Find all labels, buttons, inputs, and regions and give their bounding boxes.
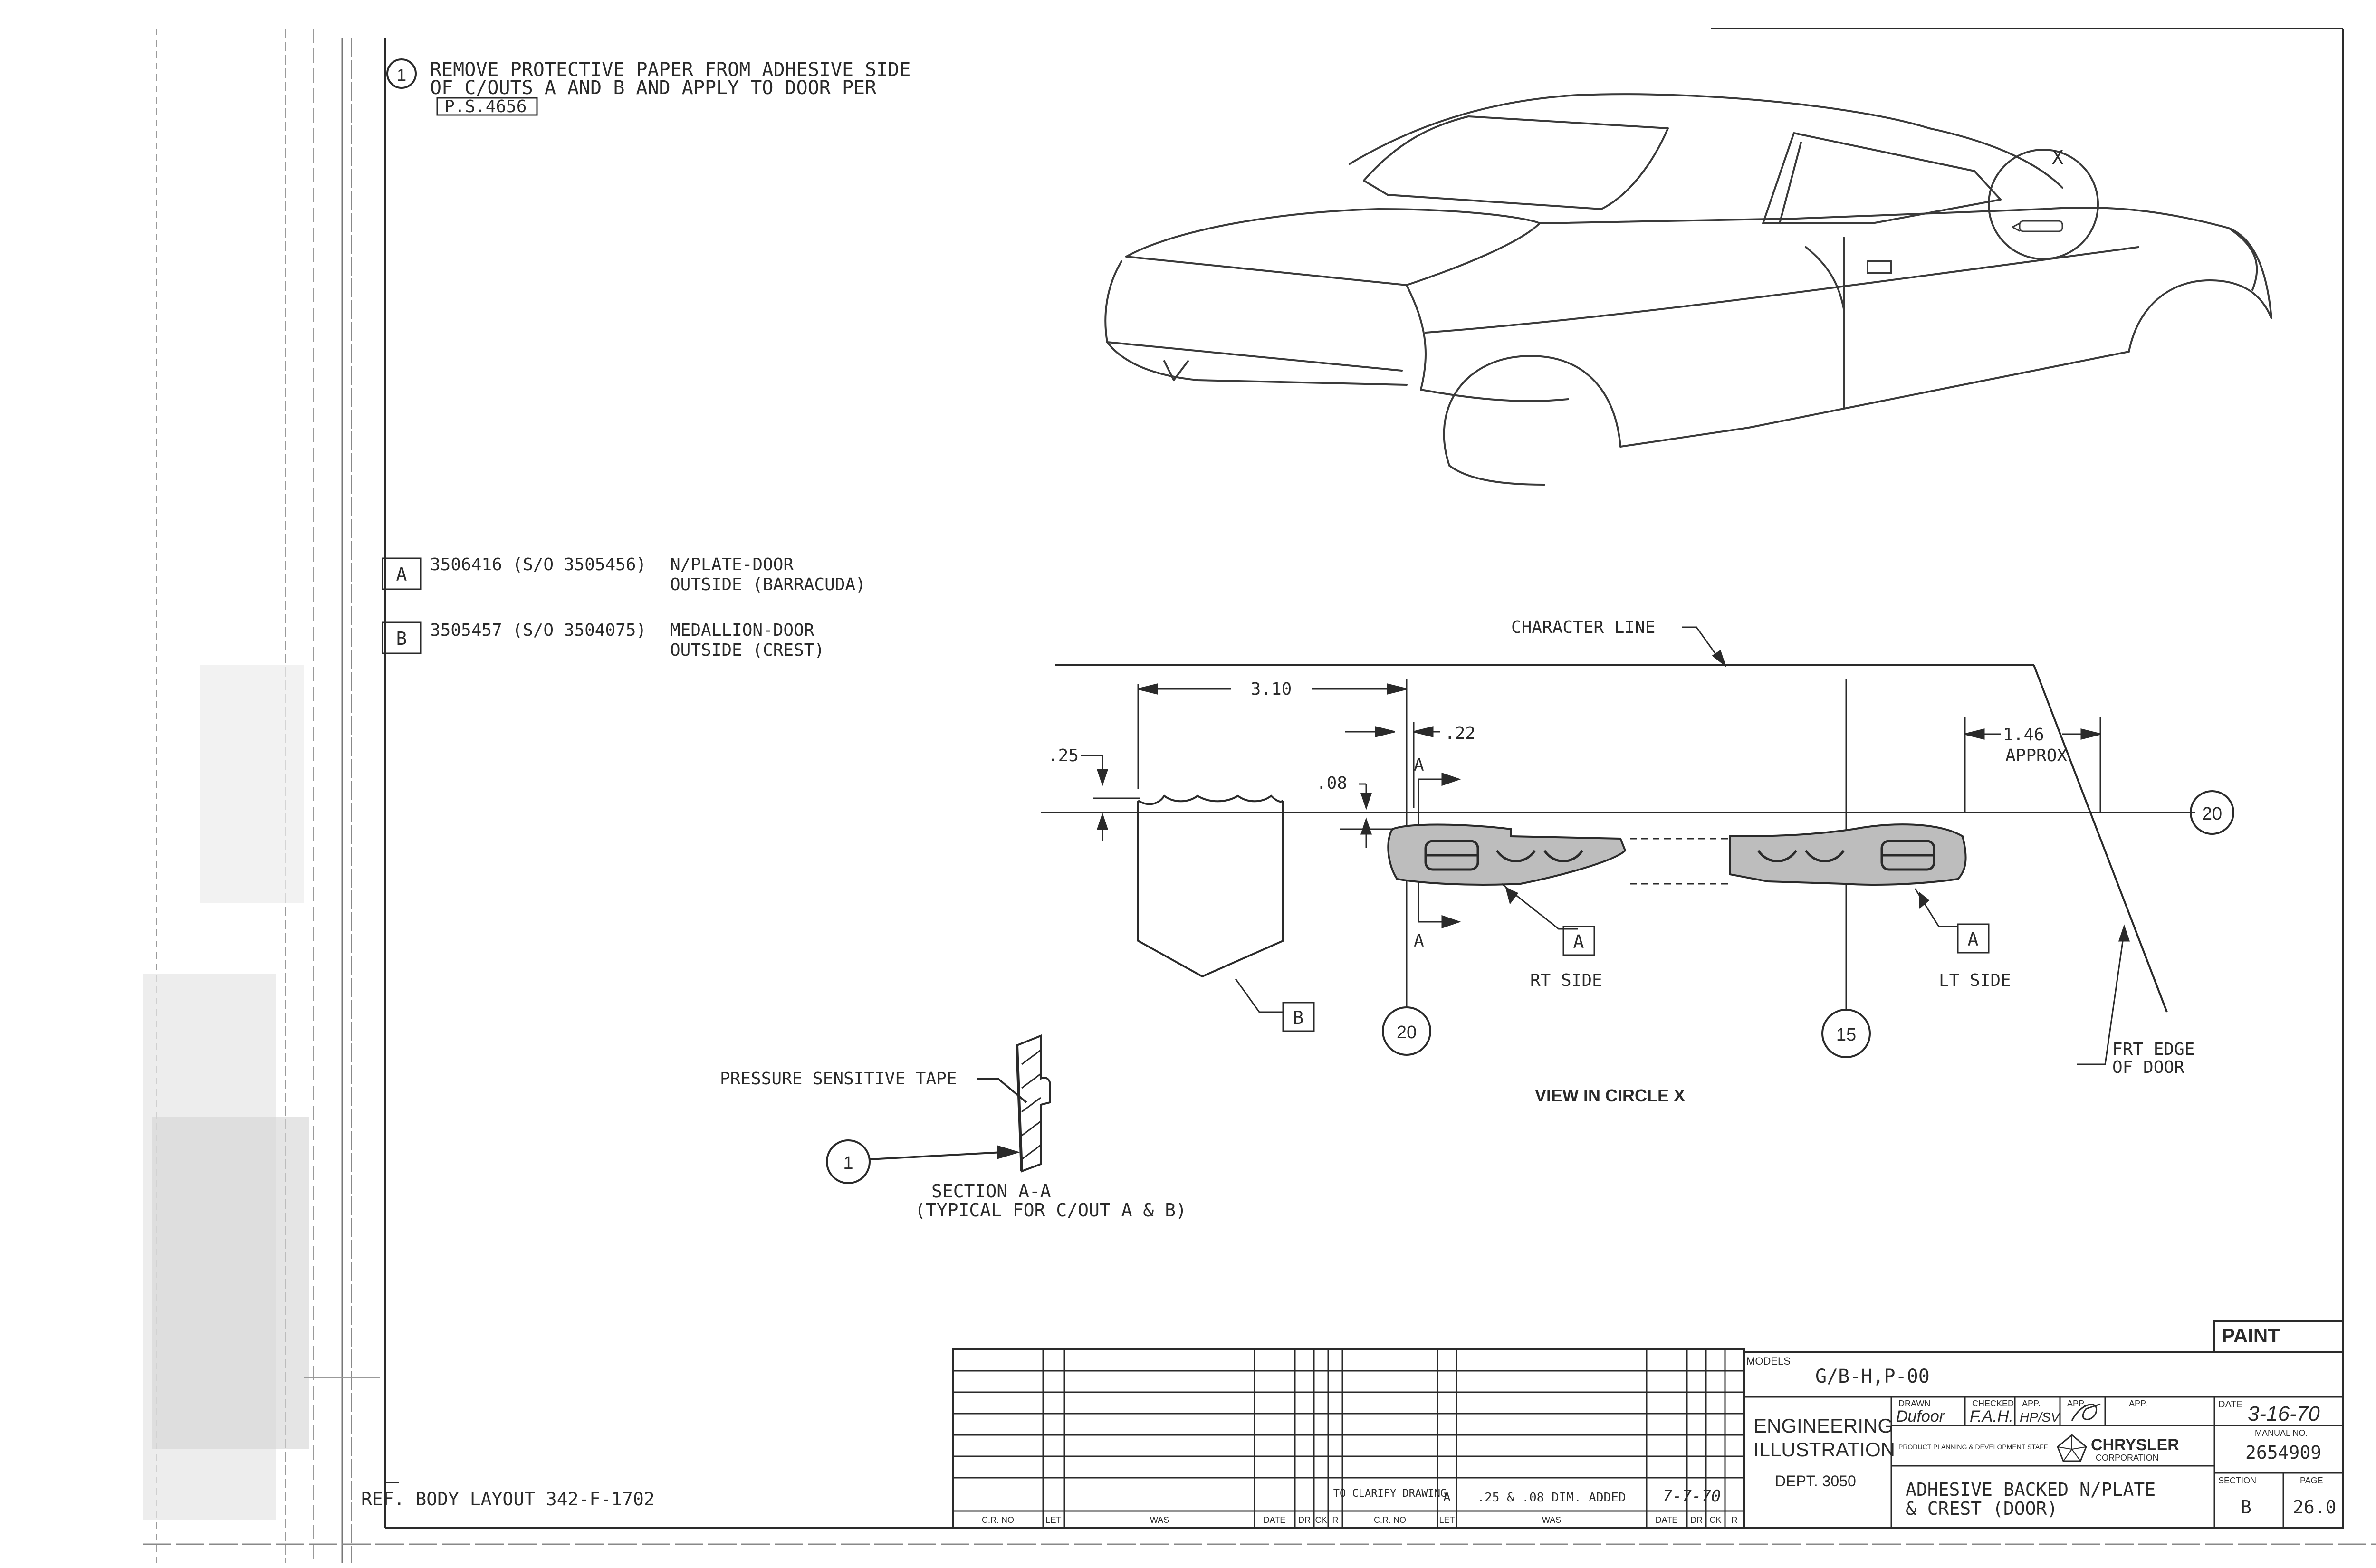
app-label-3: APP. [2129,1399,2147,1408]
dim-310: 3.10 [1251,679,1292,699]
checked-value: F.A.H. [1970,1407,2013,1425]
circle-15: 15 [1836,1025,1856,1045]
rt-side-label: RT SIDE [1530,971,1602,990]
note-1-line3: P.S.4656 [444,97,527,116]
parts-list: A 3506416 (S/O 3505456) N/PLATE-DOOR OUT… [382,555,866,660]
part-a-number: 3506416 (S/O 3505456) [430,555,646,574]
note-1-line1: REMOVE PROTECTIVE PAPER FROM ADHESIVE SI… [430,59,910,81]
drawn-label: DRAWN [1898,1399,1930,1408]
rev-footer-dr-1: DR [1298,1515,1311,1525]
rev-footer-let-2: LET [1439,1515,1455,1525]
circle-20-bottom: 20 [1397,1023,1417,1042]
app-label-1: APP. [2022,1399,2041,1408]
company-name: CHRYSLER [2091,1436,2179,1454]
app-value: HP/SV [2020,1410,2060,1425]
part-b-number: 3505457 (S/O 3504075) [430,621,646,640]
character-line-label: CHARACTER LINE [1511,618,1655,637]
circle-20-right: 20 [2202,804,2222,824]
rev-footer-r-1: R [1332,1515,1339,1525]
rev-date: 7-7-70 [1663,1487,1721,1506]
rev-footer-crno-1: C.R. NO [982,1515,1014,1525]
frt-edge-label-1: FRT EDGE [2112,1040,2194,1059]
staff-label: PRODUCT PLANNING & DEVELOPMENT STAFF [1898,1443,2048,1451]
dim-25: .25 [1048,746,1079,765]
section-a-bottom-label: A [1414,931,1424,951]
rev-footer-was-1: WAS [1150,1515,1169,1525]
part-a-tag: A [396,564,407,585]
part-a-desc1: N/PLATE-DOOR [670,555,794,574]
ref-body-layout: REF. BODY LAYOUT 342-F-1702 [361,1489,655,1510]
page-value: 26.0 [2293,1497,2337,1518]
part-a-desc2: OUTSIDE (BARRACUDA) [670,575,866,594]
circle-x-label: X [2052,147,2063,169]
app-label-2: APP. [2067,1399,2086,1408]
note-1-number: 1 [397,65,406,85]
title-block [1743,1320,2344,1529]
models-label: MODELS [1746,1355,1791,1367]
section-circle-1: 1 [843,1153,853,1173]
rev-footer-date-1: DATE [1264,1515,1286,1525]
car-illustration [1104,93,2272,486]
callout-a-lt: A [1968,929,1979,950]
note-1-circle [386,58,417,89]
page-label: PAGE [2300,1476,2323,1485]
rev-footer-ck-2: CK [1709,1515,1721,1525]
section-title-1: SECTION A-A [931,1181,1051,1202]
dim-146: 1.46 [2003,725,2044,745]
part-b-desc1: MEDALLION-DOOR [670,621,814,640]
manual-label: MANUAL NO. [2255,1428,2308,1438]
rev-footer-crno-2: C.R. NO [1374,1515,1406,1525]
section-a-a [826,1034,1051,1184]
manual-value: 2654909 [2245,1442,2321,1463]
callout-a-rt: A [1573,931,1584,952]
date-value: 3-16-70 [2248,1402,2320,1425]
section-value: B [2241,1497,2251,1518]
dept-label: DEPT. 3050 [1775,1472,1856,1490]
part-a-tag-box [382,557,422,590]
checked-label: CHECKED [1972,1399,2014,1408]
eng-illustration-1: ENGINEERING [1753,1415,1893,1437]
rev-change: .25 & .08 DIM. ADDED [1477,1491,1626,1505]
models-value: G/B-H,P-00 [1815,1366,1930,1387]
section-title-2: (TYPICAL FOR C/OUT A & B) [915,1200,1187,1221]
note-1-line2: OF C/OUTS A AND B AND APPLY TO DOOR PER [430,77,877,99]
callout-b: B [1293,1007,1304,1028]
rev-footer-ck-1: CK [1315,1515,1327,1525]
company-suffix: CORPORATION [2096,1453,2159,1463]
section-a-top-label: A [1414,755,1424,775]
scan-edge-texture [143,29,2376,1563]
app-signature [2071,1403,2101,1421]
revision-footer: C.R. NO LET WAS DATE DR CK R C.R. NO LET… [982,1515,1738,1525]
drawn-value: Dufoor [1896,1407,1945,1425]
chrysler-pentastar-icon [2057,1434,2087,1462]
frt-edge-label-2: OF DOOR [2112,1058,2184,1077]
rev-footer-let-1: LET [1045,1515,1061,1525]
category-label: PAINT [2222,1324,2280,1347]
dim-approx: APPROX [2005,746,2067,765]
section-label: SECTION [2218,1476,2256,1485]
date-label: DATE [2218,1399,2243,1410]
dim-22: .22 [1445,724,1475,743]
view-title: VIEW IN CIRCLE X [1535,1086,1685,1105]
rev-let: A [1443,1491,1451,1505]
drawing-border [384,28,2344,1529]
lt-side-label: LT SIDE [1939,971,2011,990]
rev-footer-r-2: R [1732,1515,1738,1525]
drawing-title-1: ADHESIVE BACKED N/PLATE [1906,1479,2156,1500]
part-b-tag-box [382,621,422,654]
dim-08: .08 [1316,774,1347,793]
drawing-title-2: & CREST (DOOR) [1906,1498,2058,1519]
rev-was: TO CLARIFY DRAWING [1333,1488,1447,1500]
part-b-tag: B [396,628,407,649]
rev-footer-was-2: WAS [1542,1515,1561,1525]
note-1: 1 REMOVE PROTECTIVE PAPER FROM ADHESIVE … [386,58,910,116]
view-in-circle-x [1041,626,2234,1065]
part-b-desc2: OUTSIDE (CREST) [670,641,824,660]
tape-label: PRESSURE SENSITIVE TAPE [720,1069,957,1089]
rev-footer-date-2: DATE [1656,1515,1678,1525]
eng-illustration-2: ILLUSTRATION [1753,1438,1895,1461]
rev-footer-dr-2: DR [1690,1515,1703,1525]
